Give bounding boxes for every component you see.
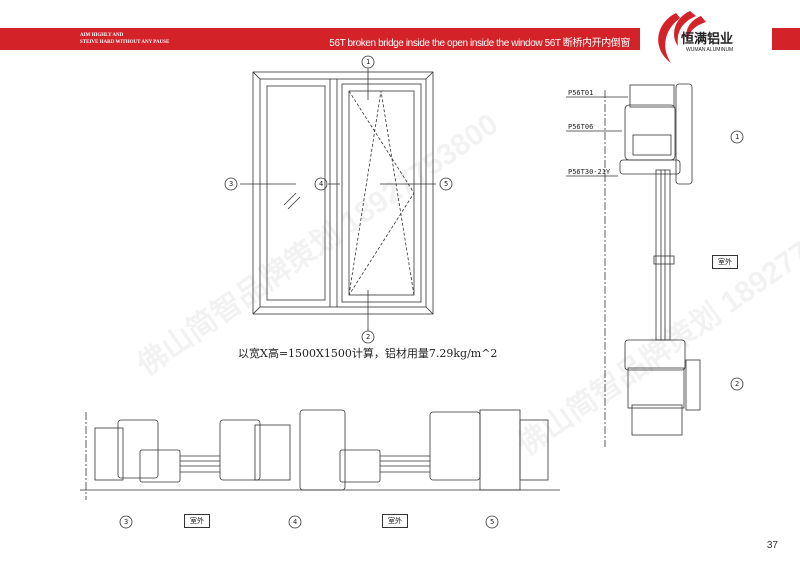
marker-5: 5 xyxy=(490,518,495,526)
page-title: 56T broken bridge inside the open inside… xyxy=(329,38,630,49)
material-usage-note: 以宽X高=1500X1500计算，铝材用量7.29kg/m^2 xyxy=(238,347,498,360)
marker-4: 4 xyxy=(293,518,298,526)
outside-label: 室外 xyxy=(712,255,738,269)
part-label: P56T01 xyxy=(568,89,594,97)
marker-3: 3 xyxy=(124,518,129,526)
marker-2: 2 xyxy=(735,380,740,388)
part-label: P56T06 xyxy=(568,123,594,131)
marker-2: 2 xyxy=(366,333,371,341)
brand-logo-icon xyxy=(658,11,706,63)
brand-name-en: WUMAN ALUMINUM xyxy=(686,47,734,53)
marker-1: 1 xyxy=(735,133,740,141)
header-band xyxy=(0,28,640,50)
brand-name: 恒满铝业 xyxy=(681,32,734,47)
marker-5: 5 xyxy=(444,180,449,188)
marker-1: 1 xyxy=(366,58,371,66)
page-number: 37 xyxy=(766,540,778,551)
part-label: P56T30-21Y xyxy=(568,168,611,176)
marker-3: 3 xyxy=(229,180,234,188)
marker-4: 4 xyxy=(319,180,324,188)
outside-label: 室外 xyxy=(184,514,210,528)
outside-label: 室外 xyxy=(382,514,408,528)
window-elevation xyxy=(240,68,436,331)
bottom-section xyxy=(80,409,560,500)
side-section xyxy=(566,83,701,447)
header-band-end xyxy=(772,28,800,50)
markers xyxy=(119,55,744,529)
